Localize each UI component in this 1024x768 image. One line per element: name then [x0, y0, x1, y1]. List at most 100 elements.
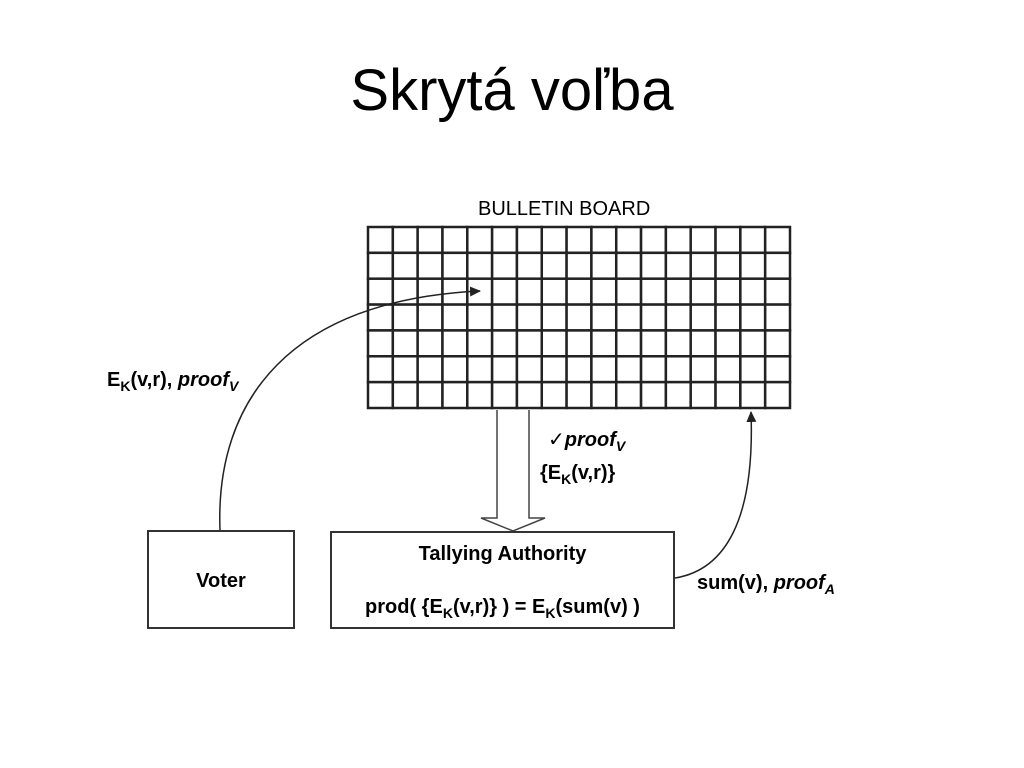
board-cell [590, 380, 618, 410]
board-cell [565, 225, 593, 255]
proof-text: proof [773, 572, 825, 594]
board-cell [466, 303, 494, 332]
board-cell [441, 329, 469, 358]
board-cell [366, 380, 395, 410]
set-close: (v,r)} [571, 462, 616, 484]
board-cell [515, 329, 544, 358]
board-cell [540, 225, 568, 255]
board-cell [714, 251, 742, 280]
board-cell [664, 380, 692, 410]
board-cell [614, 303, 643, 332]
board-cell [490, 329, 519, 358]
bulletin-board-caption: BULLETIN BOARD [478, 198, 651, 220]
proof-text: proof [564, 429, 616, 451]
board-cell [590, 329, 618, 358]
board-cell [763, 303, 792, 332]
board-cell [763, 225, 792, 255]
board-cell [689, 329, 717, 358]
board-cell [739, 225, 767, 255]
board-cell [515, 303, 544, 332]
bulletin-board-grid [366, 225, 792, 410]
tallying-authority-box: Tallying Authority prod( {EK(v,r)} ) = E… [330, 531, 675, 629]
ek-symbol: E [107, 369, 121, 391]
board-cell [540, 251, 568, 280]
board-cell [639, 251, 668, 280]
board-cell [515, 355, 544, 384]
board-cell [416, 303, 444, 332]
board-cell [590, 277, 618, 306]
board-cell [366, 329, 395, 358]
voter-arrow-label: EK(v,r), proofV [107, 369, 238, 393]
board-cell [664, 251, 692, 280]
board-cell [416, 380, 444, 410]
board-cell [565, 329, 593, 358]
board-cell [490, 303, 519, 332]
voter-box: Voter [147, 530, 295, 629]
board-cell [639, 329, 668, 358]
board-cell [565, 277, 593, 306]
board-cell [466, 225, 494, 255]
board-cell [739, 329, 767, 358]
board-cell [639, 277, 668, 306]
board-cell [614, 355, 643, 384]
board-cell [490, 225, 519, 255]
board-cell [565, 303, 593, 332]
ek-subscript: K [120, 378, 131, 394]
board-cell [639, 355, 668, 384]
set-open: {E [540, 462, 562, 484]
board-cell [664, 225, 692, 255]
board-cell [391, 355, 419, 384]
proof-subscript: V [615, 438, 626, 454]
board-cell [441, 303, 469, 332]
board-cell [590, 355, 618, 384]
board-cell [664, 355, 692, 384]
board-cell [590, 251, 618, 280]
board-cell [689, 355, 717, 384]
board-cell [664, 329, 692, 358]
board-cell [614, 277, 643, 306]
formula-part-b: (v,r)} ) = E [452, 596, 546, 618]
board-cell [490, 251, 519, 280]
board-cell [540, 277, 568, 306]
voter-label: Voter [196, 570, 246, 592]
board-cell [763, 329, 792, 358]
board-cell [714, 277, 742, 306]
board-cell [739, 277, 767, 306]
board-cell [515, 380, 544, 410]
formula-part-a: prod( {E [365, 596, 443, 618]
board-cell [565, 251, 593, 280]
board-cell [565, 380, 593, 410]
board-cell [614, 380, 643, 410]
board-cell [391, 329, 419, 358]
board-cell [739, 380, 767, 410]
slide-title: Skrytá voľba [350, 58, 674, 123]
board-cell [689, 277, 717, 306]
board-cell [515, 251, 544, 280]
board-cell [490, 277, 519, 306]
board-cell [639, 303, 668, 332]
board-cell [689, 251, 717, 280]
board-cell [441, 251, 469, 280]
board-cell [714, 225, 742, 255]
board-cell [466, 380, 494, 410]
board-cell [466, 355, 494, 384]
board-cell [416, 225, 444, 255]
board-cell [614, 251, 643, 280]
tally-result-label: sum(v), proofA [697, 572, 835, 596]
board-cell [540, 380, 568, 410]
board-cell [689, 303, 717, 332]
sum-text: sum(v), [697, 572, 774, 594]
board-cell [490, 355, 519, 384]
board-cell [714, 329, 742, 358]
proof-subscript: V [228, 378, 239, 394]
board-cell [590, 225, 618, 255]
proof-subscript: A [824, 581, 835, 597]
tally-formula: prod( {EK(v,r)} ) = EK(sum(v) ) [332, 596, 673, 620]
board-cell [614, 329, 643, 358]
board-cell [540, 303, 568, 332]
check-icon: ✓ [548, 429, 565, 451]
ek-subscript: K [561, 471, 572, 487]
tally-to-board-arrow [674, 411, 757, 579]
board-cell [714, 355, 742, 384]
encrypted-votes-label: {EK(v,r)} [540, 462, 616, 486]
